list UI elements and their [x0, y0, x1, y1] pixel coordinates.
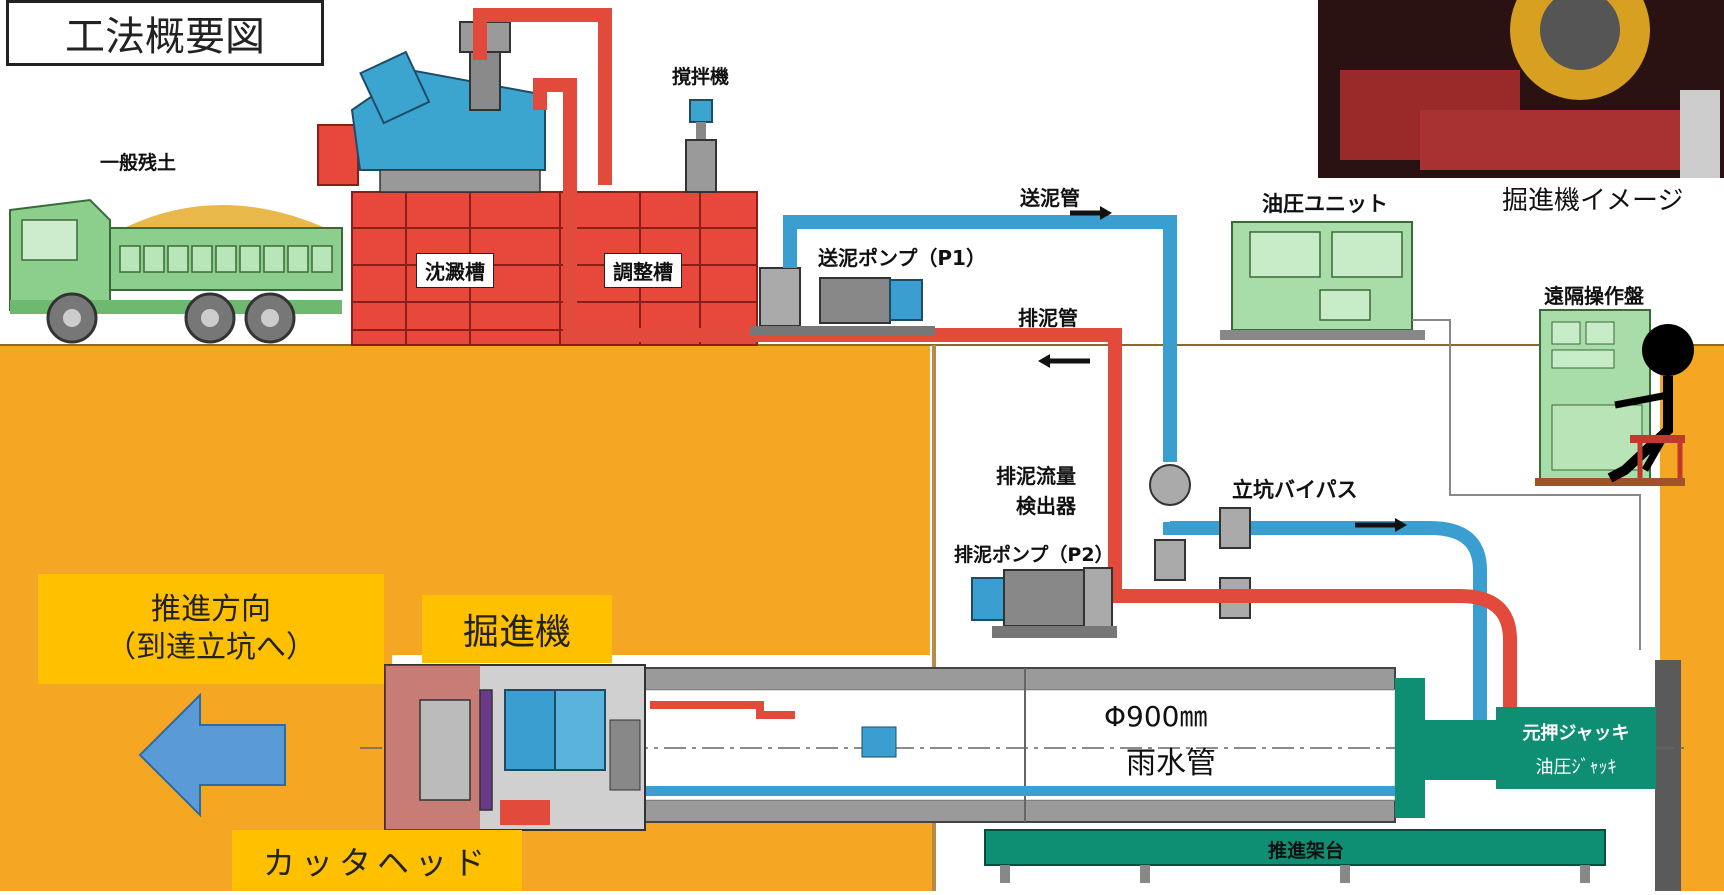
flow-meter-label-2: 検出器: [1016, 494, 1076, 518]
diagram-title: 工法概要図: [6, 0, 324, 66]
hydraulic-unit-icon: [1220, 221, 1425, 340]
feed-pump-label: 送泥ポンプ（P1）: [818, 246, 986, 270]
hydraulic-jack-label: 油圧ｼﾞｬｯｷ: [1535, 757, 1617, 778]
soil-label: 一般残土: [100, 152, 177, 174]
hydraulic-unit-label: 油圧ユニット: [1262, 192, 1388, 216]
shaft-bypass-label: 立坑バイパス: [1232, 478, 1358, 502]
remote-control-panel-icon: [1535, 309, 1685, 486]
discharge-pump-icon: [971, 567, 1117, 638]
shaft-wall-right: [1655, 660, 1681, 891]
discharge-pump-label: 排泥ポンプ（P2）: [954, 544, 1114, 566]
sewer-pipe: [360, 667, 1690, 823]
feed-pipe-label: 送泥管: [1020, 186, 1080, 210]
feed-pump-icon: [750, 267, 935, 336]
adjust-tank-label: 調整槽: [604, 253, 682, 288]
flow-meter-label-1: 排泥流量: [996, 464, 1076, 488]
thrust-base: [984, 829, 1606, 883]
machine-callout: 掘進機: [422, 595, 612, 663]
cutter-head-callout: カッタヘッド: [232, 830, 522, 891]
motor-icon: [504, 689, 606, 771]
direction-arrow-icon: [138, 692, 286, 818]
boring-machine: [384, 664, 646, 831]
remote-panel-label: 遠隔操作盤: [1544, 284, 1644, 308]
dump-truck-icon: [9, 198, 343, 344]
settling-tank-label: 沈澱槽: [416, 253, 494, 288]
machine-photo: [1318, 0, 1724, 178]
main-jack-label: 元押ジャッキ: [1522, 723, 1630, 744]
mixer-label: 撹拌機: [672, 66, 730, 88]
pipe-size-label: Φ900㎜: [1104, 700, 1208, 733]
direction-line2: （到達立坑へ）: [106, 630, 316, 665]
direction-line1: 推進方向: [151, 592, 271, 627]
operator-icon: [1607, 324, 1694, 483]
discharge-pipe-label: 排泥管: [1018, 306, 1078, 330]
thrust-base-label: 推進架台: [1268, 840, 1345, 862]
valve-icon: [1149, 464, 1191, 506]
machine-image-caption: 掘進機イメージ: [1502, 186, 1684, 216]
main-jack-box: 元押ジャッキ 油圧ｼﾞｬｯｷ: [1496, 707, 1656, 789]
mixer-icon: [685, 99, 717, 193]
screen-unit: [350, 21, 546, 193]
direction-callout: 推進方向 （到達立坑へ）: [38, 574, 384, 684]
pipe-type-label: 雨水管: [1126, 746, 1216, 781]
